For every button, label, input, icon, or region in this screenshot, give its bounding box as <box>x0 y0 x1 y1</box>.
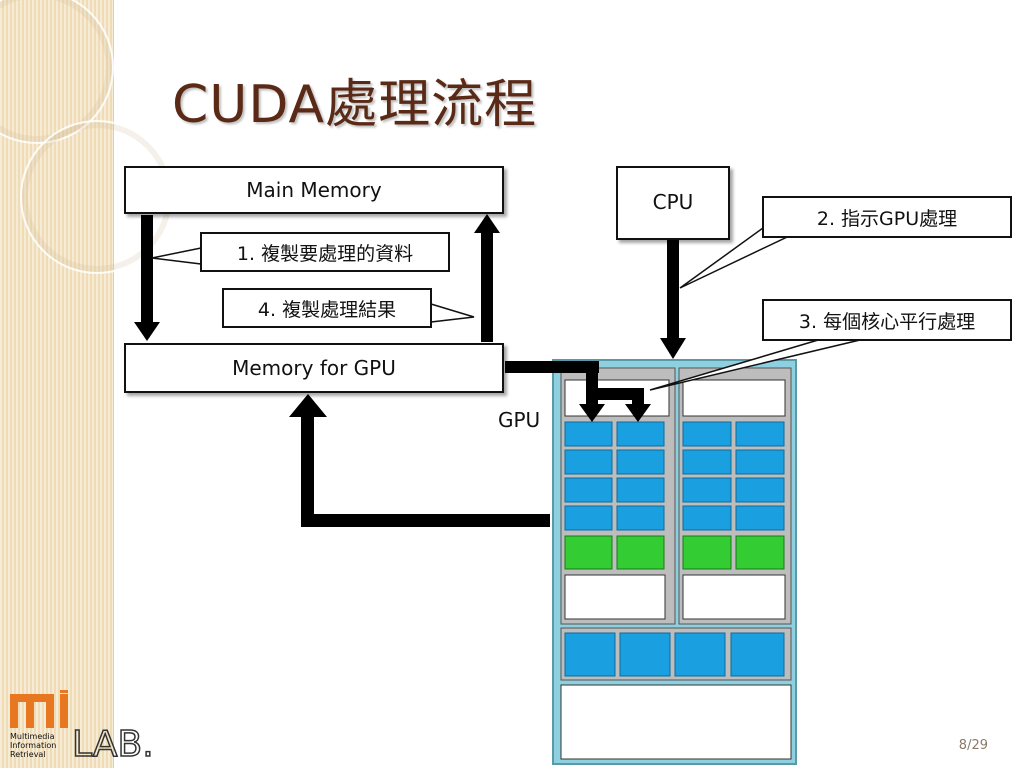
mirlab-logo: mir LAB. LAB. <box>10 690 154 762</box>
arrow-copy-to-gpu <box>134 215 160 341</box>
arrow-gpu-memory-to-cores <box>505 361 651 422</box>
arrow-cpu-to-gpu <box>660 240 686 359</box>
main-memory-box: Main Memory <box>124 166 504 214</box>
callout-step2: 2. 指示GPU處理 <box>762 196 1012 238</box>
page-number: 8/29 <box>958 738 988 753</box>
slide-title: CUDA處理流程 <box>172 75 538 135</box>
gpu-memory-box: Memory for GPU <box>124 343 504 393</box>
callout-step1: 1. 複製要處理的資料 <box>200 232 450 272</box>
logo-line2: Information <box>10 741 57 750</box>
logo-line1: Multimedia <box>10 732 55 741</box>
gpu-label: GPU <box>498 408 541 432</box>
callout-step3: 3. 每個核心平行處理 <box>762 299 1012 341</box>
logo-subtitle: Multimedia Information Retrieval <box>10 732 56 759</box>
callout-step1-pointer <box>151 247 202 265</box>
logo-line3: Retrieval <box>10 750 46 759</box>
gpu-block <box>552 359 797 765</box>
svg-text:LAB.: LAB. <box>72 724 154 762</box>
callout-step4: 4. 複製處理結果 <box>222 288 432 328</box>
arrow-gpu-to-memory <box>289 394 550 527</box>
callout-step4-pointer <box>430 302 475 323</box>
cpu-box: CPU <box>616 166 730 240</box>
arrow-copy-result <box>474 214 500 342</box>
